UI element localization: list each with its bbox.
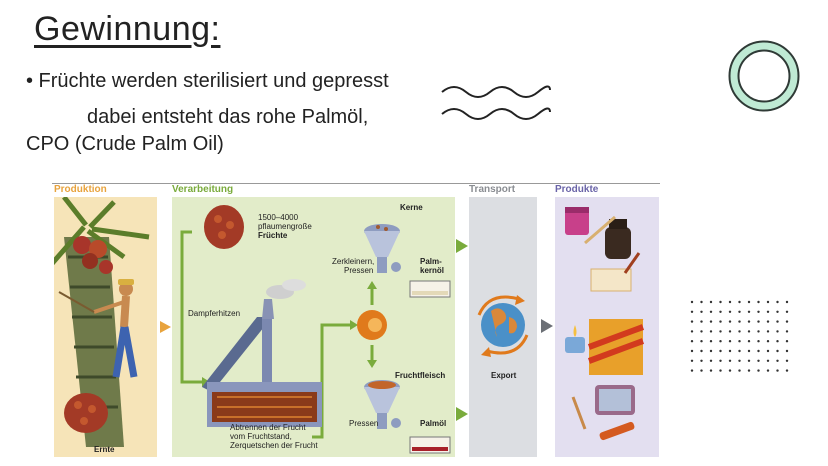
label-zerkleinern-1: Zerkleinern, bbox=[332, 257, 375, 266]
label-fruechte-2: pflaumengroße bbox=[258, 222, 312, 231]
slide-title: Gewinnung: bbox=[34, 10, 221, 48]
globe-export-illustration bbox=[477, 295, 529, 357]
palm-tree-illustration bbox=[47, 195, 150, 447]
header-transport: Transport bbox=[469, 184, 516, 195]
header-produktion: Produktion bbox=[54, 184, 107, 195]
arrow-palmoel-to-transport bbox=[456, 407, 468, 421]
ring-decoration bbox=[728, 40, 800, 112]
bullet-line-1: • Früchte werden sterilisiert und gepres… bbox=[26, 70, 389, 92]
panel-verarbeitung: 1500–4000 pflaumengroße Früchte Kerne Ze… bbox=[172, 197, 455, 457]
panel-transport: Export bbox=[469, 197, 537, 457]
label-export: Export bbox=[491, 371, 517, 380]
label-kerne: Kerne bbox=[400, 203, 423, 212]
processing-illustration bbox=[180, 205, 451, 454]
header-produkte: Produkte bbox=[555, 184, 599, 195]
label-fruechte-3: Früchte bbox=[258, 231, 288, 240]
products-illustration bbox=[565, 207, 645, 441]
palm-oil-process-diagram: Produktion Verarbeitung Transport Produk… bbox=[47, 180, 660, 460]
label-abtrennen-3: Zerquetschen der Frucht bbox=[230, 441, 318, 450]
label-ernte: Ernte bbox=[94, 445, 115, 454]
dot-grid-decoration bbox=[690, 300, 789, 372]
label-fruchtfleisch: Fruchtfleisch bbox=[395, 371, 446, 380]
label-palmkernoel-1: Palm- bbox=[420, 257, 442, 266]
header-verarbeitung: Verarbeitung bbox=[172, 184, 234, 195]
label-zerkleinern-2: Pressen bbox=[344, 266, 374, 275]
bullet-line-2: dabei entsteht das rohe Palmöl, bbox=[87, 106, 369, 128]
label-abtrennen-1: Abtrennen der Frucht bbox=[230, 423, 306, 432]
diagram-top-rule bbox=[52, 183, 660, 184]
arrow-to-verarbeitung bbox=[160, 321, 171, 333]
label-abtrennen-2: vom Fruchtstand, bbox=[230, 432, 292, 441]
arrow-to-produkte bbox=[541, 319, 553, 333]
label-palmoel: Palmöl bbox=[420, 419, 447, 428]
label-pressen: Pressen bbox=[349, 419, 379, 428]
bullet-line-3: CPO (Crude Palm Oil) bbox=[26, 133, 224, 155]
arrow-palmkernoel-to-transport bbox=[456, 239, 468, 253]
label-palmkernoel-2: kernöl bbox=[420, 266, 445, 275]
label-fruechte-1: 1500–4000 bbox=[258, 213, 299, 222]
wavy-underline-decoration bbox=[441, 85, 551, 120]
panel-produktion: Ernte bbox=[47, 195, 157, 457]
label-dampferhitzen: Dampferhitzen bbox=[188, 309, 241, 318]
panel-produkte bbox=[555, 197, 659, 457]
